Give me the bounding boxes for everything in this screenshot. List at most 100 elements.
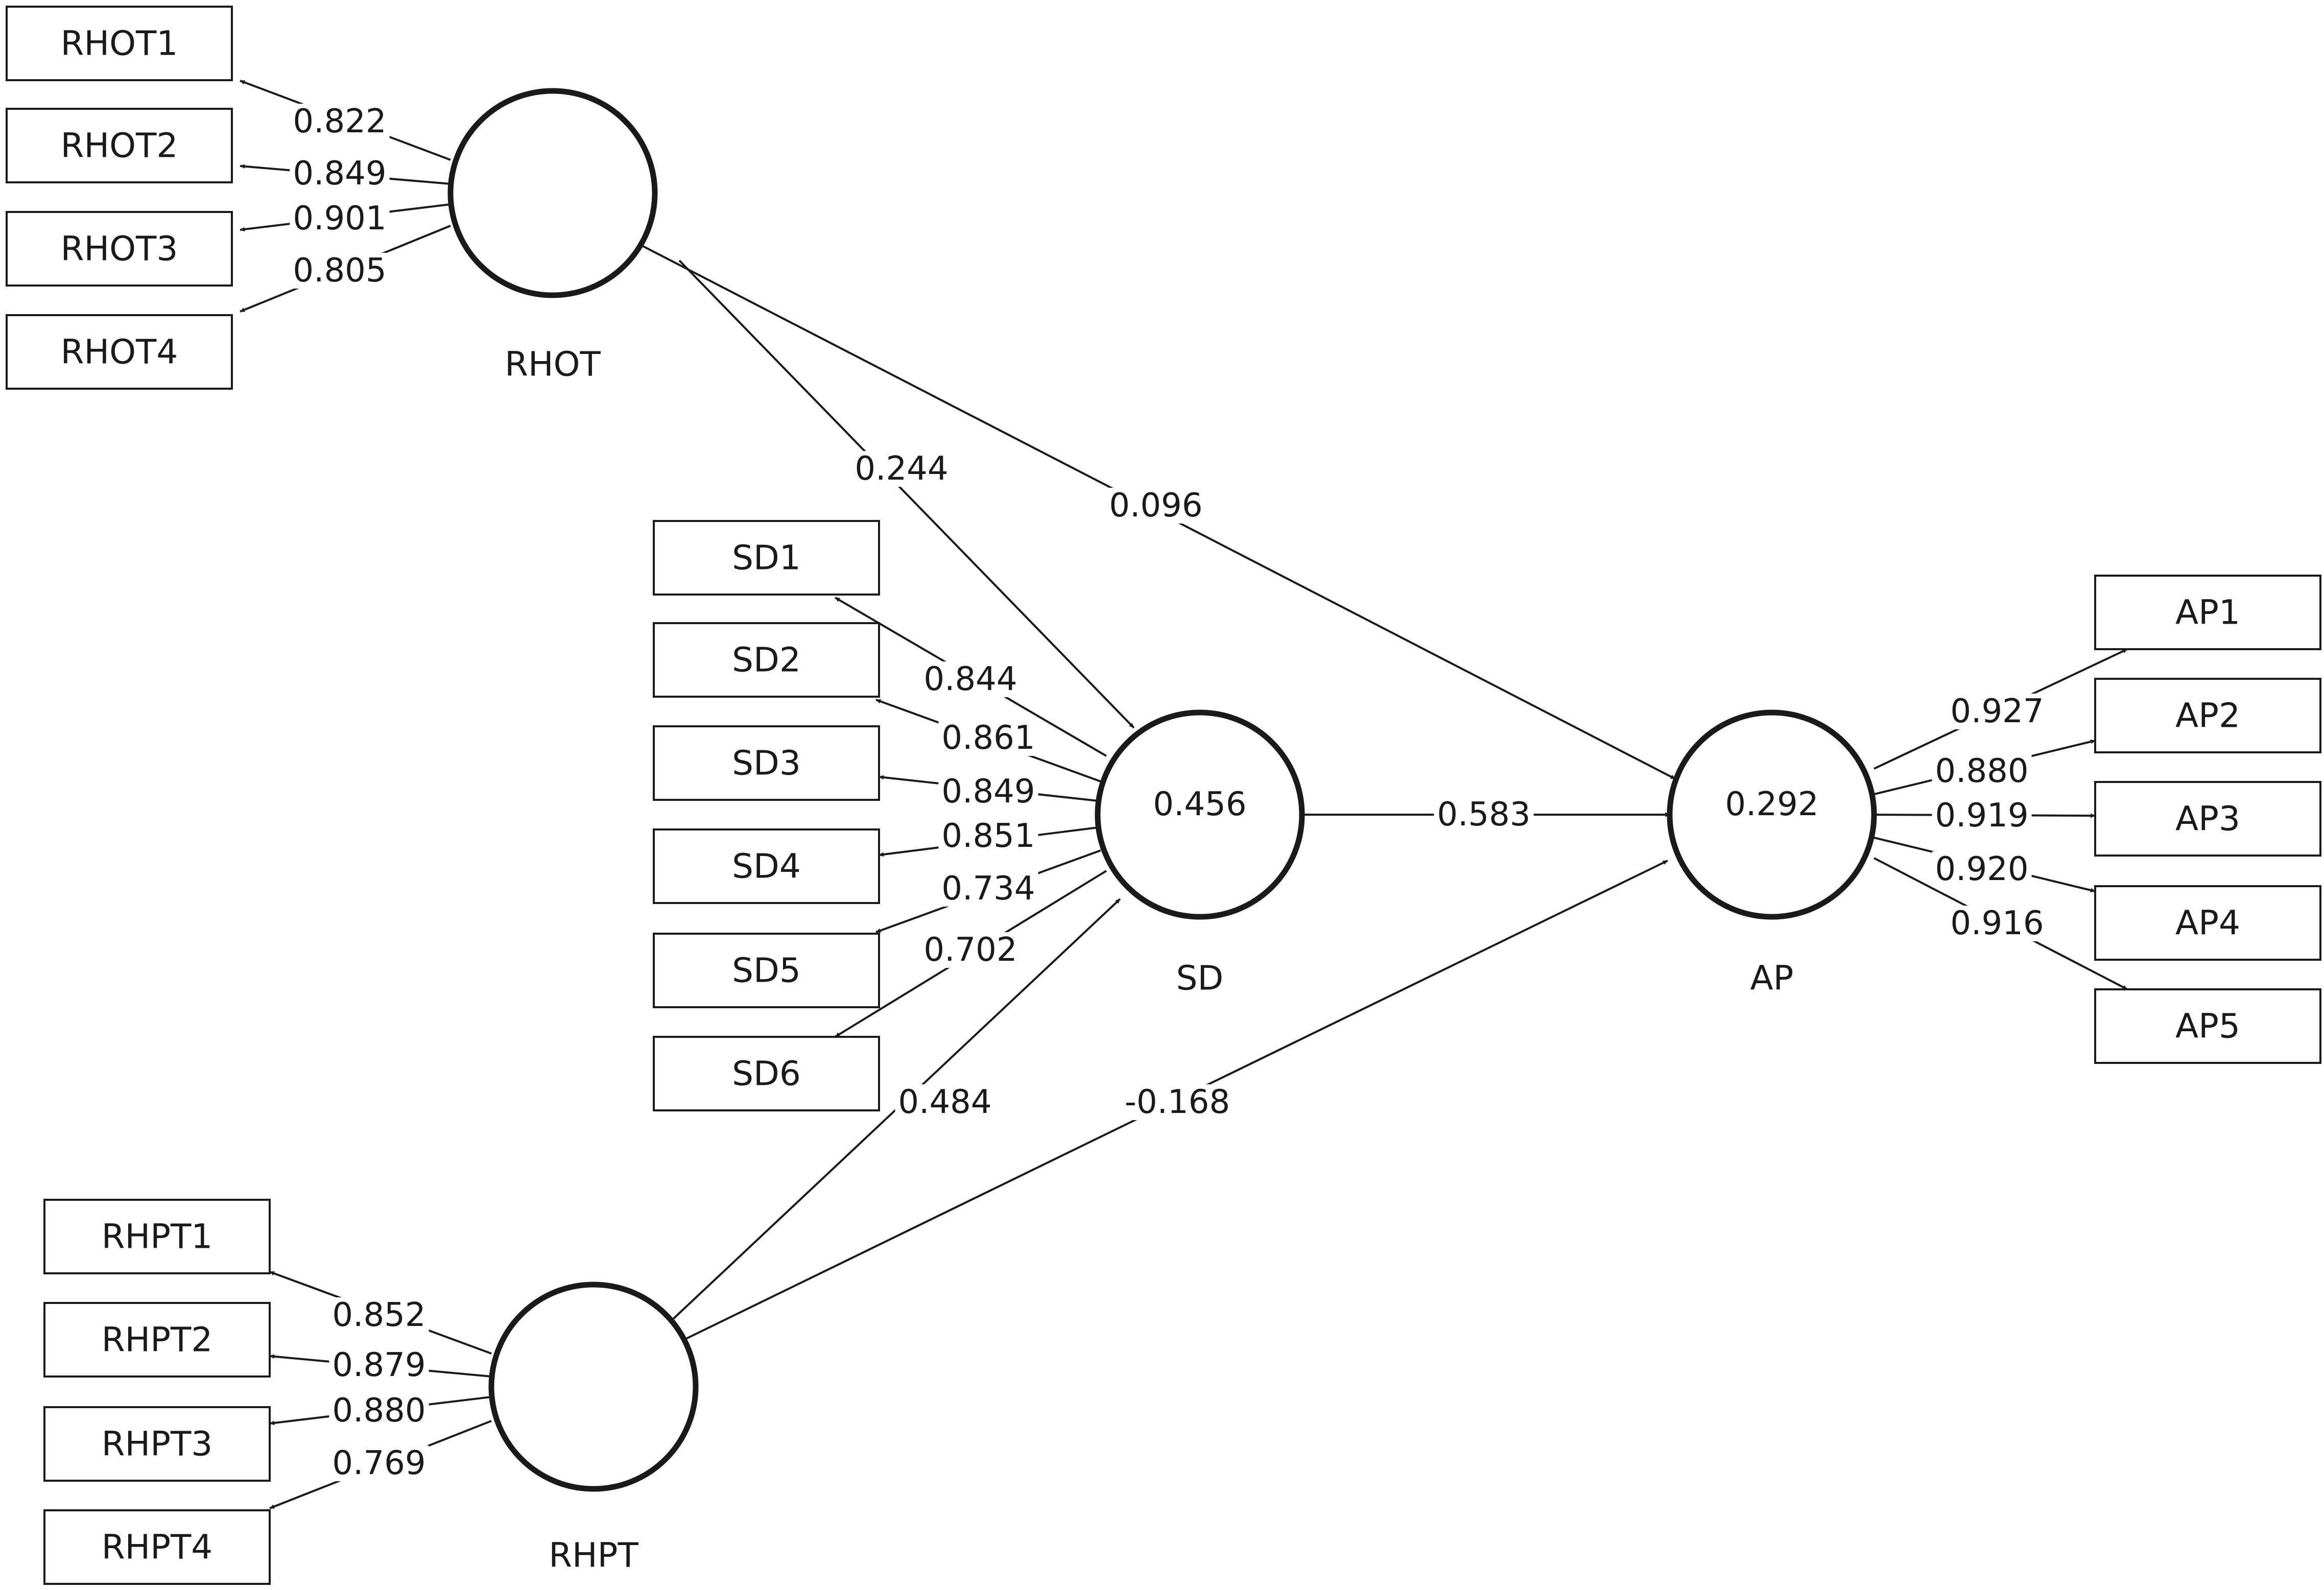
construct-ap-r-squared: 0.292 <box>1725 786 1818 823</box>
indicator-rhot3-loading-backing <box>290 201 390 236</box>
indicator-sd5-rect <box>653 933 880 1008</box>
indicator-rhpt2-label: RHPT2 <box>102 1320 213 1360</box>
indicator-ap1-rect <box>2094 575 2321 650</box>
path-rhpt-to-sd-coefficient: 0.484 <box>895 1083 995 1121</box>
indicator-rhpt2-loading: 0.879 <box>329 1346 429 1384</box>
indicator-sd4-box[interactable]: SD4 <box>653 828 880 904</box>
indicator-ap3-loading: 0.919 <box>1932 797 2032 835</box>
path-rhpt-to-ap-coefficient: -0.168 <box>1121 1083 1234 1121</box>
indicator-rhot4-loading-text: 0.805 <box>293 252 386 290</box>
indicator-rhpt2-loading-text: 0.879 <box>332 1346 425 1384</box>
indicator-ap4-box[interactable]: AP4 <box>2094 885 2321 961</box>
construct-ap-circle <box>1667 709 1877 920</box>
indicator-sd4-rect <box>653 828 880 904</box>
indicator-rhot2-loading: 0.849 <box>290 155 390 193</box>
indicator-ap2-rect <box>2094 678 2321 753</box>
indicator-sd4-loading: 0.851 <box>938 817 1038 855</box>
construct-sd-circle <box>1095 709 1305 920</box>
indicator-rhpt3-loading-backing <box>329 1393 429 1429</box>
path-sd-to-ap-coefficient-text: 0.583 <box>1437 796 1530 834</box>
indicator-sd5-loading: 0.734 <box>938 870 1038 908</box>
indicator-rhot2-loading-backing <box>290 156 390 192</box>
indicator-sd5-box[interactable]: SD5 <box>653 933 880 1008</box>
indicator-ap1-box[interactable]: AP1 <box>2094 575 2321 650</box>
indicator-sd4-loading-backing <box>938 818 1038 854</box>
indicator-sd1-box[interactable]: SD1 <box>653 520 880 596</box>
indicator-sd5-loading-text: 0.734 <box>941 870 1035 908</box>
indicator-rhot4-box[interactable]: RHOT4 <box>6 314 233 390</box>
indicator-ap4-loading: 0.920 <box>1932 850 2032 888</box>
indicator-rhot1-loading-backing <box>290 104 390 139</box>
indicator-ap1-label: AP1 <box>2175 593 2240 632</box>
construct-rhpt-node[interactable]: RHPT <box>488 1282 699 1575</box>
indicator-sd6-loading: 0.702 <box>920 931 1021 969</box>
indicator-sd3-box[interactable]: SD3 <box>653 725 880 801</box>
construct-rhot-node[interactable]: RHOT <box>447 88 658 384</box>
path-rhot-to-ap-coefficient-text: 0.096 <box>1109 487 1202 525</box>
indicator-sd5-loading-backing <box>938 871 1038 907</box>
indicator-sd3-rect <box>653 725 880 801</box>
indicator-rhpt4-loading-text: 0.769 <box>332 1444 425 1482</box>
indicator-ap3-loading-text: 0.919 <box>1935 797 2028 835</box>
indicator-ap2-loading-text: 0.880 <box>1935 752 2028 790</box>
indicator-rhpt2-box[interactable]: RHPT2 <box>43 1302 271 1378</box>
indicator-rhpt4-box[interactable]: RHPT4 <box>43 1509 271 1585</box>
path-rhpt-to-ap-coefficient-text: -0.168 <box>1125 1083 1230 1121</box>
indicator-rhot1-box[interactable]: RHOT1 <box>6 6 233 81</box>
indicator-sd6-box[interactable]: SD6 <box>653 1036 880 1111</box>
indicator-sd1-rect <box>653 520 880 596</box>
indicator-sd6-loading-text: 0.702 <box>923 931 1017 969</box>
indicator-ap5-loading-text: 0.916 <box>1950 905 2044 942</box>
indicator-rhpt4-rect <box>43 1509 271 1585</box>
indicator-sd5-label: SD5 <box>732 951 801 990</box>
path-rhpt-to-sd-coefficient-text: 0.484 <box>898 1083 991 1121</box>
indicator-rhot1-loading: 0.822 <box>290 103 390 140</box>
indicator-ap1-loading-text: 0.927 <box>1950 693 2044 730</box>
path-rhpt-to-sd-coefficient-backing <box>895 1084 995 1120</box>
indicator-sd1-loading: 0.844 <box>920 660 1021 698</box>
indicator-rhpt1-loading-text: 0.852 <box>332 1296 425 1334</box>
path-sd-to-ap-coefficient-backing <box>1434 797 1534 833</box>
indicator-sd1-label: SD1 <box>732 538 801 578</box>
indicator-rhpt3-box[interactable]: RHPT3 <box>43 1406 271 1482</box>
indicator-rhot1-loading-text: 0.822 <box>293 103 386 140</box>
path-rhot-to-ap-coefficient-backing <box>1106 488 1206 524</box>
path-rhot-to-sd-arrow <box>678 259 1135 729</box>
indicator-sd3-label: SD3 <box>732 744 801 783</box>
indicator-rhpt1-loading: 0.852 <box>329 1296 429 1334</box>
indicator-ap5-box[interactable]: AP5 <box>2094 988 2321 1064</box>
indicator-rhot2-box[interactable]: RHOT2 <box>6 108 233 183</box>
path-rhot-to-sd-coefficient-backing <box>851 451 952 487</box>
indicator-ap5-rect <box>2094 988 2321 1064</box>
path-sd-to-ap-coefficient: 0.583 <box>1434 796 1534 834</box>
indicator-ap4-label: AP4 <box>2175 904 2240 943</box>
indicator-sd2-label: SD2 <box>732 640 801 680</box>
indicator-rhot4-rect <box>6 314 233 390</box>
indicator-ap4-loading-backing <box>1932 851 2032 887</box>
nodes-layer: RHOT1RHOT2RHOT3RHOT4SD1SD2SD3SD4SD5SD6RH… <box>6 6 2321 1585</box>
indicator-rhot1-rect <box>6 6 233 81</box>
indicator-rhpt1-box[interactable]: RHPT1 <box>43 1199 271 1274</box>
indicator-sd6-rect <box>653 1036 880 1111</box>
indicator-ap3-box[interactable]: AP3 <box>2094 781 2321 857</box>
construct-rhpt-name: RHPT <box>549 1536 638 1575</box>
indicator-sd4-label: SD4 <box>732 847 801 886</box>
indicator-sd2-loading-backing <box>938 720 1038 756</box>
indicator-rhpt3-loading: 0.880 <box>329 1392 429 1430</box>
construct-rhot-circle <box>447 88 658 298</box>
indicator-rhot3-box[interactable]: RHOT3 <box>6 211 233 287</box>
indicator-rhot3-rect <box>6 211 233 287</box>
indicator-sd3-loading: 0.849 <box>938 773 1038 811</box>
indicator-sd1-loading-text: 0.844 <box>923 660 1017 698</box>
indicator-sd2-loading: 0.861 <box>938 719 1038 757</box>
indicator-rhot1-label: RHOT1 <box>61 24 178 63</box>
indicator-rhot4-loading-backing <box>290 253 390 289</box>
indicator-sd2-box[interactable]: SD2 <box>653 622 880 698</box>
construct-rhot-name: RHOT <box>505 345 601 384</box>
indicator-ap1-loading-backing <box>1947 694 2047 729</box>
indicator-ap5-loading: 0.916 <box>1947 905 2047 942</box>
indicator-ap2-box[interactable]: AP2 <box>2094 678 2321 753</box>
